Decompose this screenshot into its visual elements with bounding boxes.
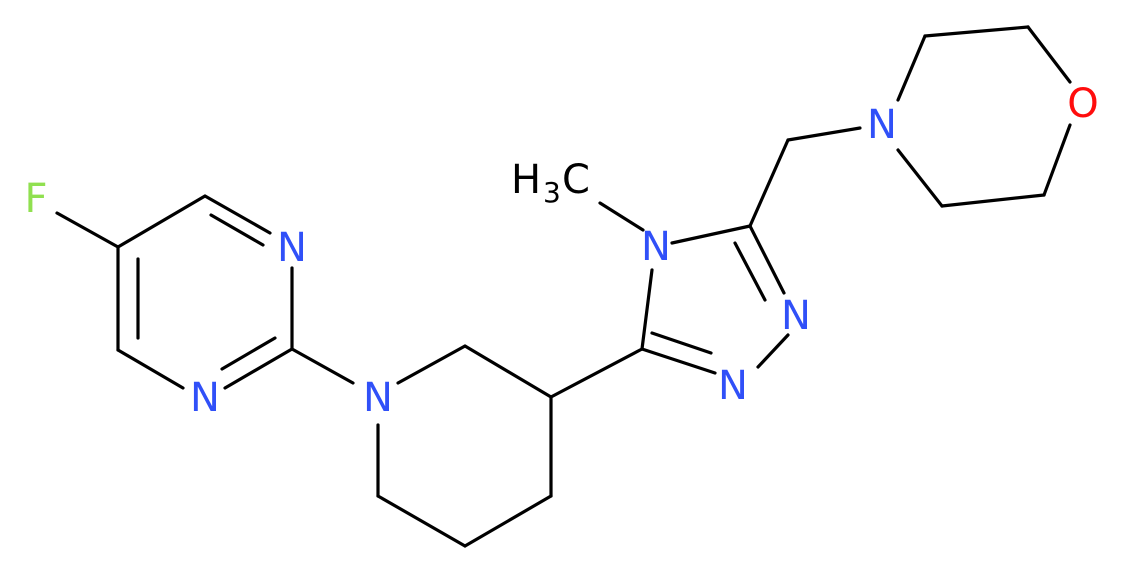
bond-c4-n3 xyxy=(203,194,272,235)
bond-tz-n2-c3-double xyxy=(650,331,713,355)
bond-pip-c4-c5 xyxy=(463,494,553,548)
methyl-label: H 3 C xyxy=(511,157,590,209)
atom-triazole-n-methyl: N xyxy=(641,224,671,270)
atom-fluorine: F xyxy=(24,176,47,222)
methyl-c: C xyxy=(562,157,590,203)
bond-c2-npip xyxy=(290,347,355,385)
bond-morph-c3-c4 xyxy=(940,193,1046,208)
bond-n1-c6 xyxy=(116,348,185,390)
bond-tz-n1-n2 xyxy=(756,333,790,369)
bond-c5-c4 xyxy=(116,194,207,249)
bond-c2-n1 xyxy=(223,347,294,390)
bond-morph-c4-n xyxy=(896,148,944,208)
methyl-h: H xyxy=(511,157,541,203)
bond-c5-ch2 xyxy=(748,138,790,228)
atom-labels: F N N N N N N N O H 3 C xyxy=(24,81,1098,421)
bond-pip-triazole xyxy=(549,347,644,399)
bond-npip-c2 xyxy=(396,344,467,385)
bond-morph-c2-o xyxy=(1026,25,1072,84)
atom-pyrimidine-n-bottom: N xyxy=(190,375,220,421)
bond-morph-n-c1 xyxy=(896,34,927,102)
bond-morph-c1-c2 xyxy=(923,25,1030,38)
bond-c2-n1-double xyxy=(220,336,277,371)
bond-tz-c5-n1 xyxy=(748,224,786,295)
atom-morpholine-o: O xyxy=(1067,81,1098,127)
bonds xyxy=(55,25,1072,548)
bond-c4-n3-double xyxy=(209,213,265,247)
methyl-subscript: 3 xyxy=(543,176,561,209)
bond-f-c xyxy=(55,211,120,249)
atom-triazole-n-upper: N xyxy=(781,293,811,339)
bond-pip-c2-c3 xyxy=(463,344,553,399)
bond-morph-o-c3 xyxy=(1042,123,1072,197)
atom-morpholine-n: N xyxy=(867,102,897,148)
atom-pyrimidine-n-top: N xyxy=(277,225,307,271)
bond-ch2-nmorph xyxy=(786,126,862,142)
bond-tz-n4-c5 xyxy=(670,224,752,245)
bond-tz-c5-n1-double xyxy=(733,241,767,302)
bond-n4-methyl xyxy=(598,201,645,232)
bond-tz-c3-n4 xyxy=(640,268,654,351)
atom-triazole-n-lower: N xyxy=(718,363,748,409)
bond-pip-c5-c6 xyxy=(376,494,467,548)
atom-piperidine-n: N xyxy=(363,375,393,421)
bond-tz-n2-c3 xyxy=(640,347,717,375)
